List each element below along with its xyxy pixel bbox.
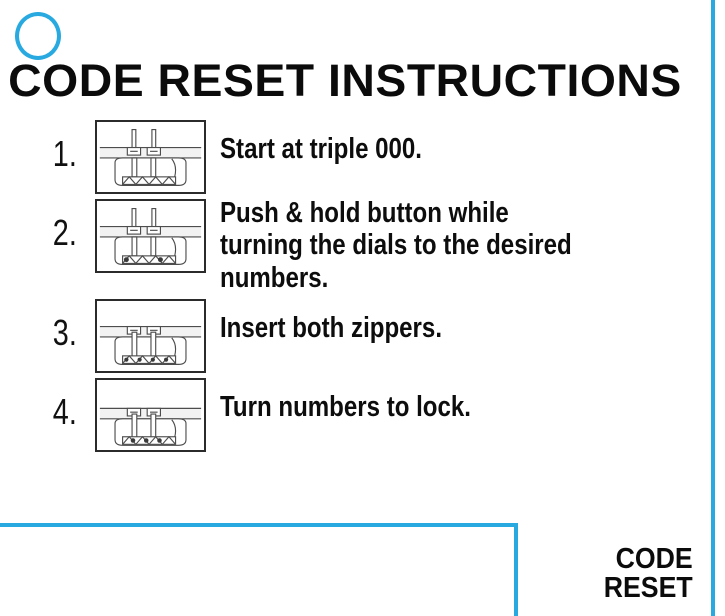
brand-line-1: CODE <box>615 542 693 575</box>
step-figure-lock-zippers-inserted <box>95 299 206 374</box>
step-number: 4. <box>52 391 77 433</box>
step-figure-lock-dials-button-pressed <box>95 199 206 273</box>
step-text: Insert both zippers. <box>220 312 443 345</box>
steps-list: 1. <box>48 120 668 457</box>
brand-line-2: RESET <box>604 572 693 605</box>
page-title: CODE RESET INSTRUCTIONS <box>8 55 682 106</box>
step-number: 3. <box>52 312 77 354</box>
circle-outline-icon <box>15 12 61 60</box>
list-item: 3. <box>48 299 668 374</box>
step-number: 2. <box>52 212 77 253</box>
right-accent-line <box>711 0 715 616</box>
step-figure-lock-dials-zippers-up <box>95 120 206 194</box>
step-text: Start at triple 000. <box>220 133 423 165</box>
step-number: 1. <box>52 133 77 174</box>
list-item: 1. <box>48 120 668 194</box>
step-text: Turn numbers to lock. <box>220 391 471 424</box>
step-figure-lock-dials-turned-locked <box>95 378 206 453</box>
brand-logo: CODE RESET <box>604 542 693 605</box>
bottom-left-corner-frame <box>0 523 518 616</box>
list-item: 2. <box>48 197 668 294</box>
list-item: 4. <box>48 378 668 453</box>
step-text: Push & hold button while turning the dia… <box>220 197 572 294</box>
